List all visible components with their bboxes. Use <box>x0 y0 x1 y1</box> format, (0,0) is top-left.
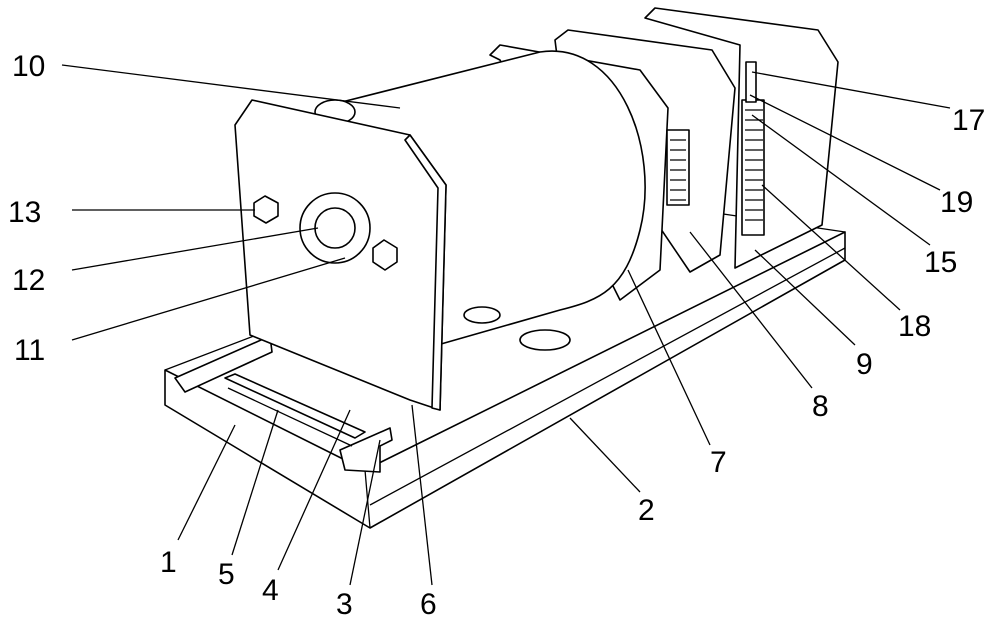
label-4: 4 <box>262 574 279 607</box>
front-plate <box>235 100 446 410</box>
label-7: 7 <box>710 446 727 479</box>
label-12: 12 <box>12 264 45 297</box>
label-2: 2 <box>638 494 655 527</box>
label-3: 3 <box>336 588 353 621</box>
label-15: 15 <box>924 246 957 279</box>
label-1: 1 <box>160 546 177 579</box>
label-13: 13 <box>8 196 41 229</box>
label-11: 11 <box>14 334 45 367</box>
label-5: 5 <box>218 558 235 591</box>
label-9: 9 <box>856 348 873 381</box>
label-19: 19 <box>940 186 973 219</box>
label-17: 17 <box>952 104 985 137</box>
label-10: 10 <box>12 50 45 83</box>
label-8: 8 <box>812 390 829 423</box>
label-6: 6 <box>420 588 437 621</box>
label-18: 18 <box>898 310 931 343</box>
